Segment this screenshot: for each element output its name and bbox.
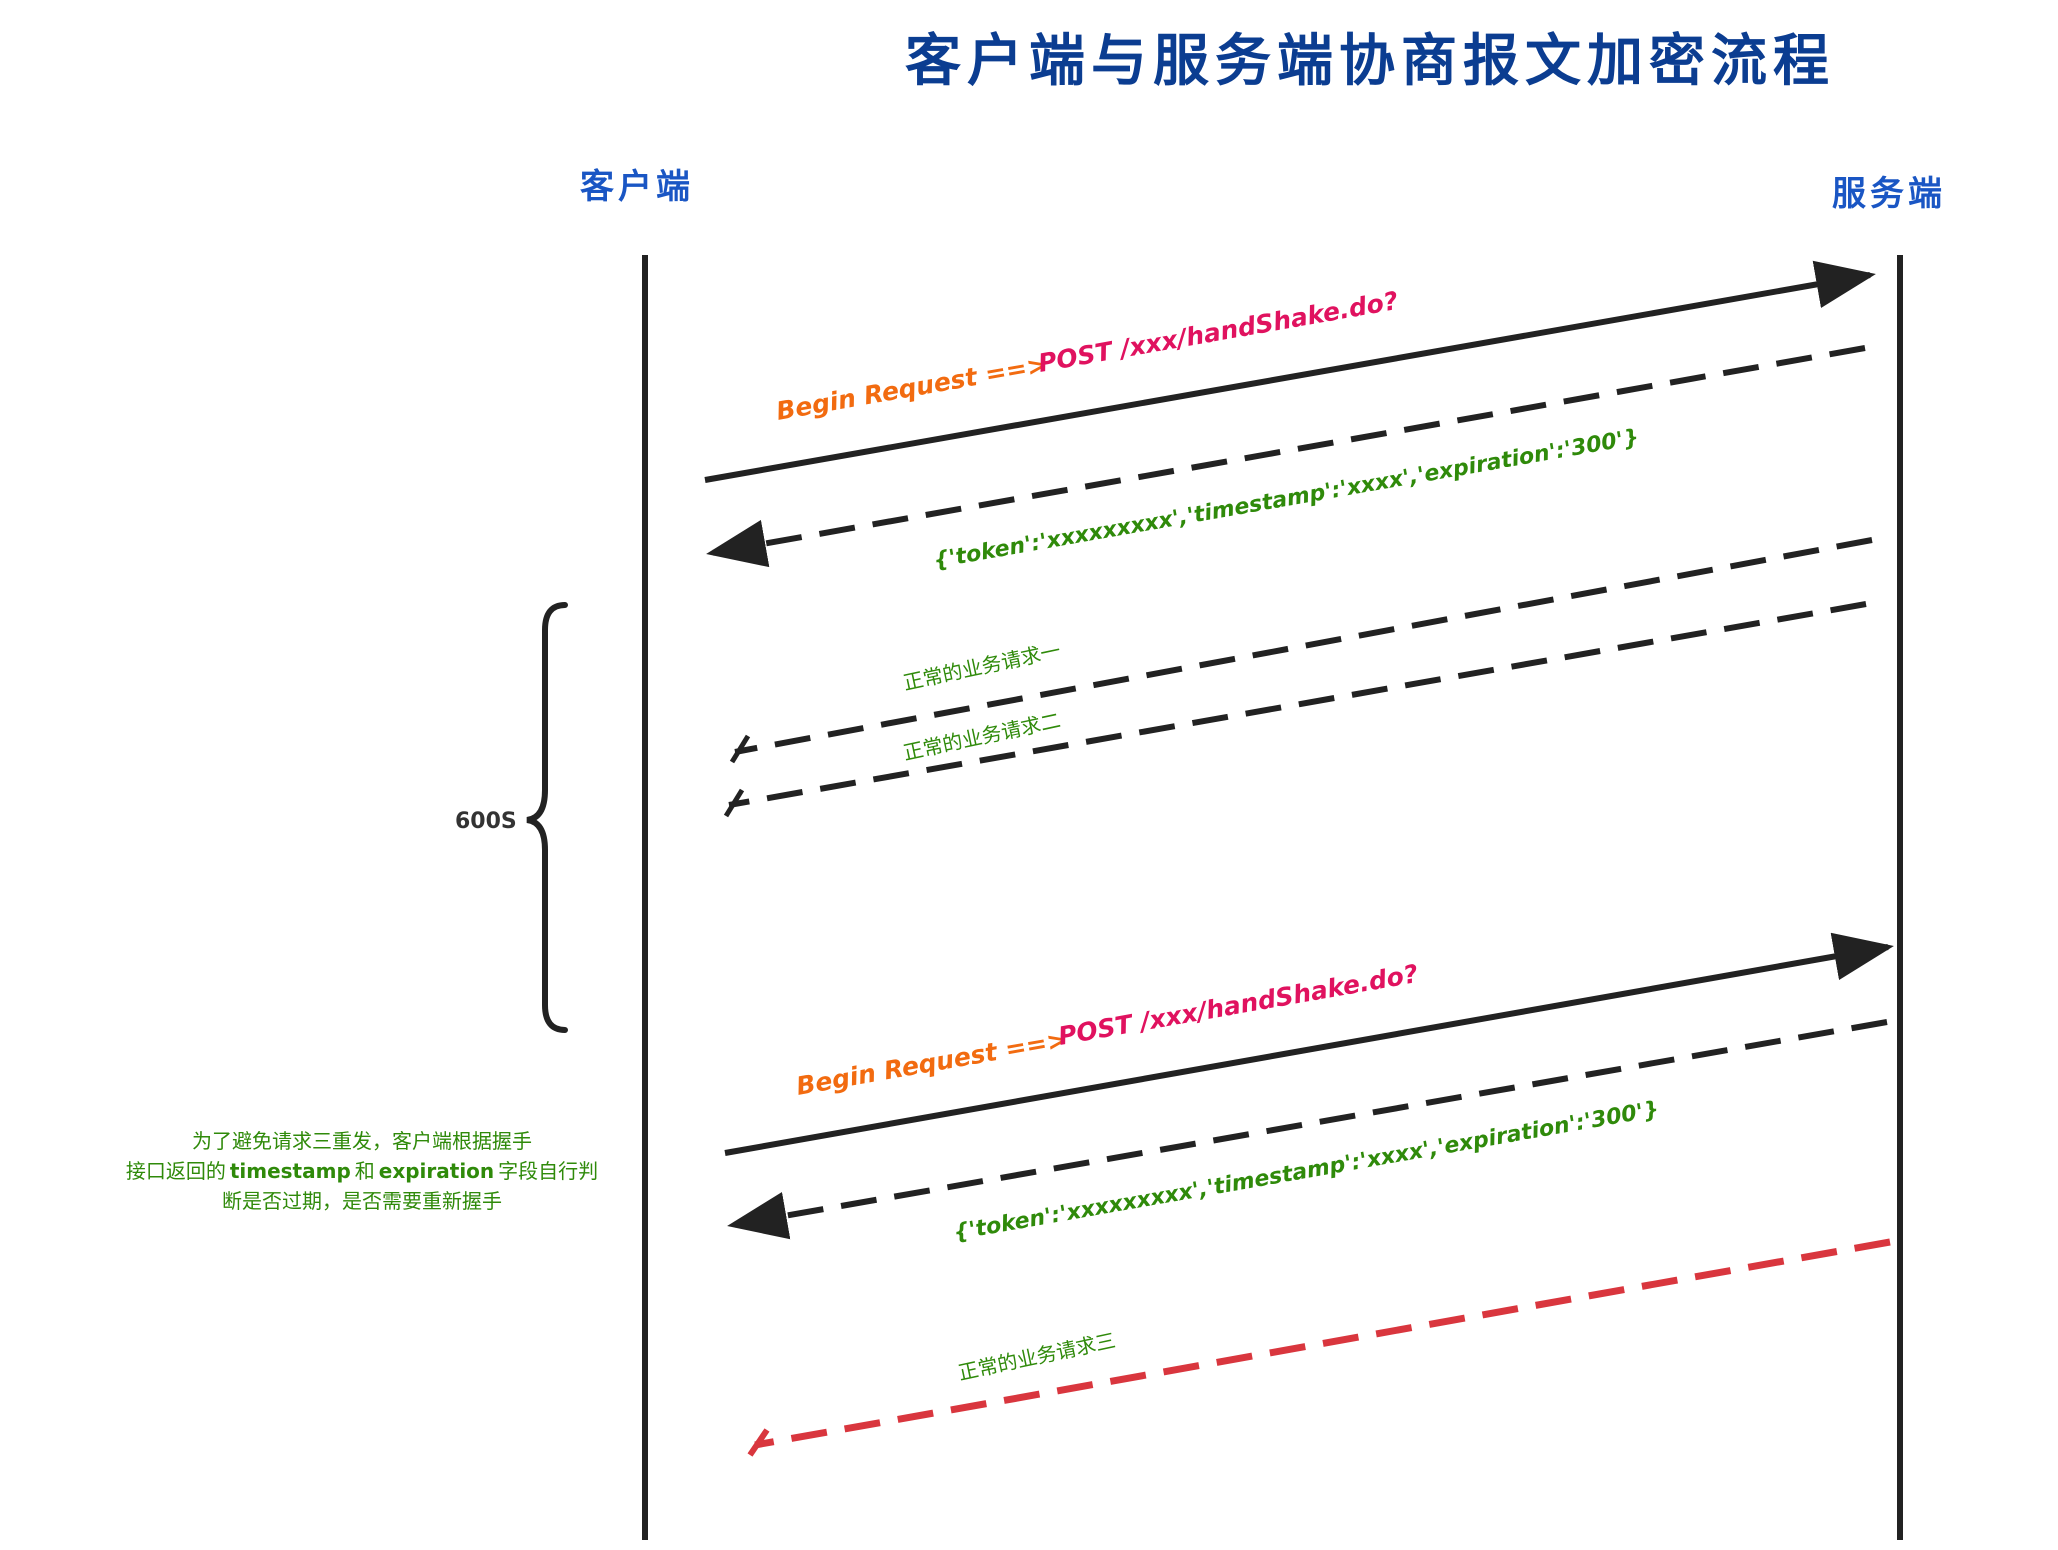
business-request-one-arrow (734, 537, 1873, 755)
note-line-3: 断是否过期，是否需要重新握手 (222, 1189, 502, 1213)
note-timestamp-keyword: timestamp (230, 1159, 351, 1183)
actor-server-label: 服务端 (1832, 174, 1946, 214)
handshake-request-arrow-1 (704, 260, 1876, 483)
interval-brace (526, 602, 568, 1033)
note-expiration-keyword: expiration (379, 1159, 494, 1183)
note-line-2-and: 和 (355, 1159, 375, 1183)
note-line-2-prefix: 接口返回的 (126, 1159, 226, 1183)
page-title: 客户端与服务端协商报文加密流程 (905, 28, 1835, 94)
business-request-one-tick (729, 734, 751, 764)
note-line-1: 为了避免请求三重发，客户端根据握手 (192, 1129, 532, 1153)
handshake-response-label-2: {'token':'xxxxxxxxx','timestamp':'xxxx',… (952, 1097, 1661, 1246)
note-line-2-suffix: 字段自行判 (498, 1159, 598, 1183)
business-request-two-tick (723, 788, 745, 818)
handshake-path-label-1: POST /xxx/handShake.do? (1036, 286, 1400, 378)
business-request-two-arrow (728, 601, 1867, 808)
note-line-2: 接口返回的 timestamp 和 expiration 字段自行判 (126, 1159, 598, 1183)
actor-client-label: 客户端 (580, 167, 694, 207)
handshake-response-arrow-2 (727, 1019, 1888, 1240)
business-request-three-arrow (754, 1238, 1891, 1449)
handshake-request-arrow-2 (724, 932, 1894, 1156)
begin-request-label-1: Begin Request ==> (774, 350, 1050, 426)
business-request-three-label: 正常的业务请求三 (956, 1328, 1117, 1385)
business-request-two-label: 正常的业务请求二 (901, 708, 1062, 765)
business-request-three-tick (747, 1428, 770, 1457)
handshake-response-label-1: {'token':'xxxxxxxxx','timestamp':'xxxx',… (932, 425, 1641, 574)
interval-label: 600S (455, 809, 517, 834)
begin-request-label-2: Begin Request ==> (794, 1025, 1070, 1101)
handshake-response-arrow-1 (706, 345, 1866, 568)
business-request-one-label: 正常的业务请求一 (901, 638, 1062, 695)
